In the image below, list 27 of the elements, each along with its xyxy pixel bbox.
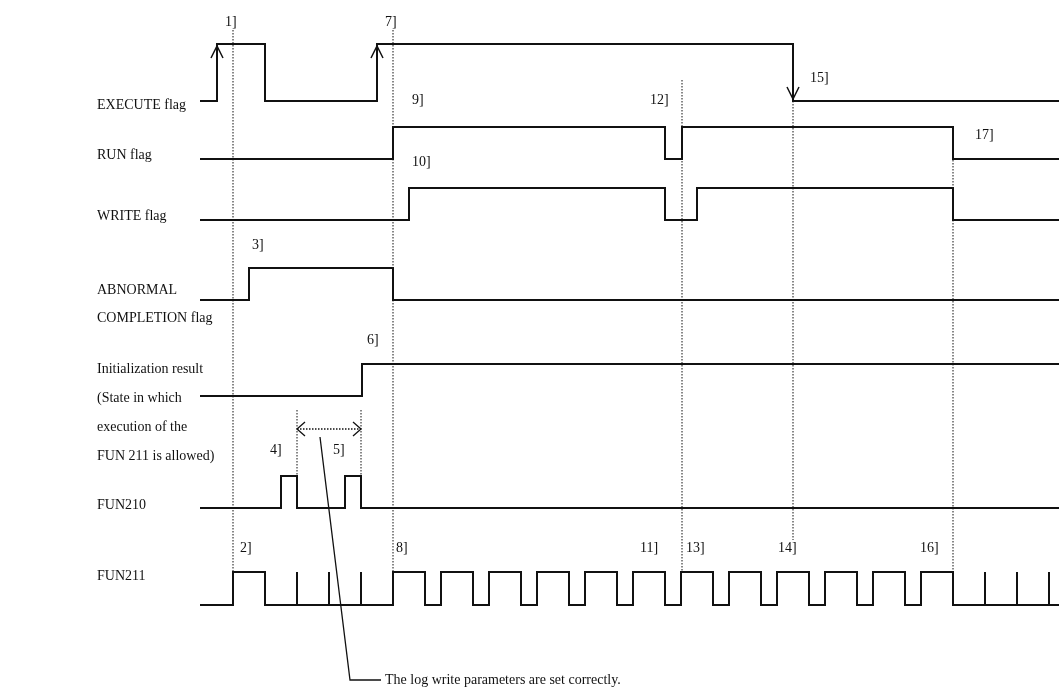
signal-label: 11] xyxy=(640,539,659,556)
signal-label: WRITE flag xyxy=(97,207,167,224)
signal-label: FUN210 xyxy=(97,496,146,513)
note-text: The log write parameters are set correctly. xyxy=(385,671,621,688)
signal-label: EXECUTE flag xyxy=(97,96,187,113)
signal-label: 2] xyxy=(240,539,252,556)
signal-label: FUN211 xyxy=(97,567,146,584)
signal-label: 8] xyxy=(396,539,408,556)
signal-label: 6] xyxy=(367,331,379,348)
signal-label: 4] xyxy=(270,441,282,458)
signal-label: 5] xyxy=(333,441,345,458)
signal-label: 9] xyxy=(412,91,424,108)
leader-line xyxy=(319,436,382,681)
signal-label: 1] xyxy=(225,13,237,30)
signal-label: 7] xyxy=(385,13,397,30)
interval-arrow xyxy=(296,421,362,437)
signal-label: 17] xyxy=(975,126,994,143)
signal-label: Initialization result (State in which execution of the FUN 211 is allowed) xyxy=(97,360,215,465)
signal-label: RUN flag xyxy=(97,146,152,163)
signal-label: 3] xyxy=(252,236,264,253)
signal-label: 15] xyxy=(810,69,829,86)
signal-label: ABNORMAL COMPLETION flag xyxy=(97,281,214,327)
signal-label: 10] xyxy=(412,153,431,170)
signal-label: 16] xyxy=(920,539,939,556)
signal-label: 12] xyxy=(650,91,669,108)
signal-label: 14] xyxy=(778,539,797,556)
signal-label: 13] xyxy=(686,539,705,556)
